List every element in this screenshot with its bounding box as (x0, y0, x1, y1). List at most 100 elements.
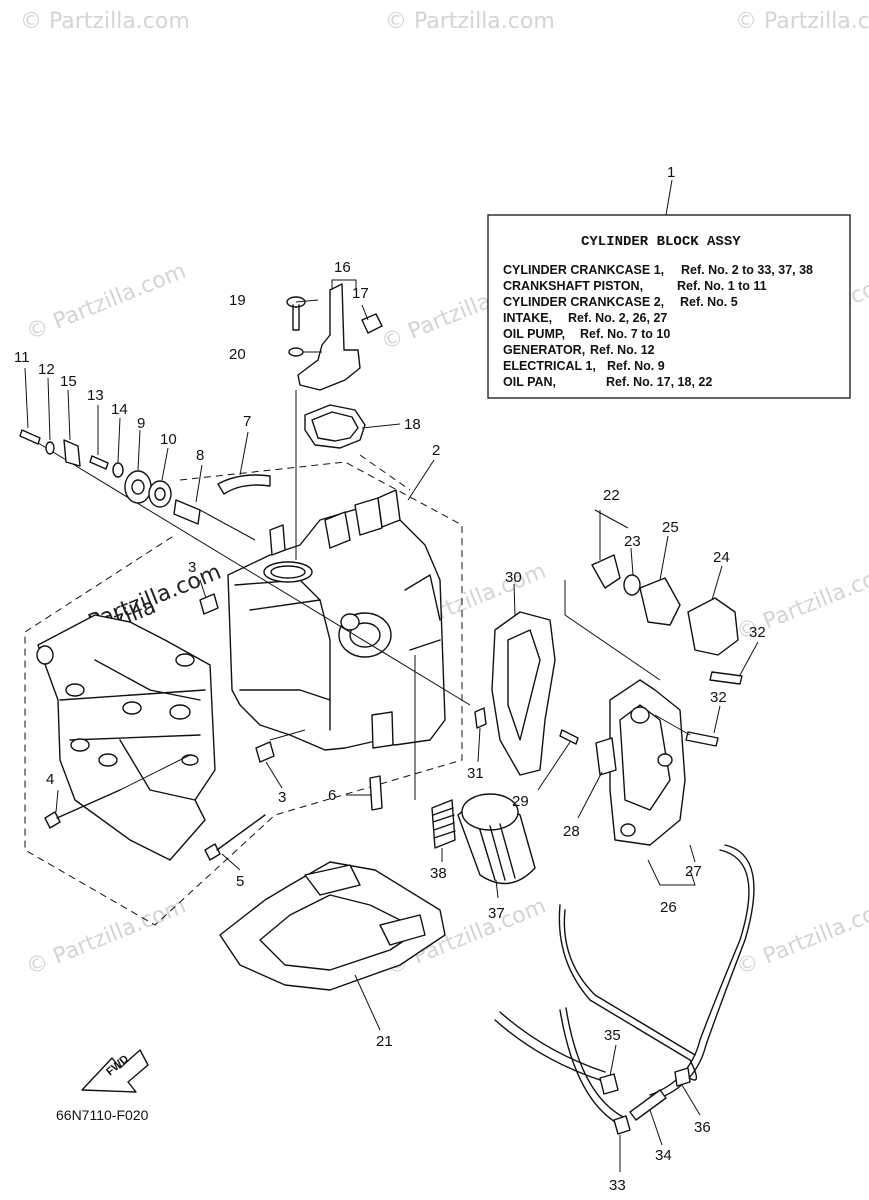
dowels (199, 593, 383, 811)
box-line-refs: Ref. No. 1 to 11 (677, 279, 767, 293)
box-title: CYLINDER BLOCK ASSY (581, 234, 741, 250)
washer-14 (112, 462, 124, 478)
callout-28: 28 (563, 823, 580, 840)
callout-3: 3 (278, 789, 286, 806)
bolt-19-shank (292, 304, 300, 331)
box-line-refs: Ref. No. 9 (607, 359, 665, 373)
oil-pan-gasket-21 (219, 861, 446, 991)
screw-13 (89, 455, 109, 470)
bracket-15 (63, 439, 81, 467)
crankcase-2 (36, 614, 216, 861)
leader-line (739, 641, 759, 676)
callout-6: 6 (328, 787, 336, 804)
o-ring-23 (623, 574, 641, 596)
leader-line (577, 771, 603, 819)
callout-37: 37 (488, 905, 505, 922)
watermark: © Partzilla.com (20, 9, 190, 34)
washer-20 (288, 347, 304, 357)
hoses (494, 844, 755, 1135)
hose-7 (217, 474, 271, 495)
bolt-4-shank (56, 789, 121, 819)
callout-35: 35 (604, 1027, 621, 1044)
callout-33: 33 (609, 1177, 626, 1194)
leader-line (659, 535, 669, 581)
dowel-pin-3b (255, 741, 275, 763)
callout-24: 24 (713, 549, 730, 566)
watermark: © Partzilla.com (385, 9, 555, 34)
callout-9: 9 (137, 415, 145, 432)
bolt-29 (559, 729, 579, 745)
callout-38: 38 (430, 865, 447, 882)
leader-line (713, 705, 721, 734)
crankcase-2-ribs (59, 659, 206, 801)
callout-32: 32 (749, 624, 766, 641)
callout-27: 27 (685, 863, 702, 880)
leader-line (681, 1084, 701, 1116)
callout-15: 15 (60, 373, 77, 390)
top-bracket-parts (286, 283, 383, 560)
box-line-name: ELECTRICAL 1, (503, 359, 596, 373)
callout-numbers: 2 3 3 4 5 6 7 8 9 10 11 12 13 14 15 16 1… (14, 259, 766, 1194)
bolt-17 (361, 313, 383, 334)
shaft-axis-line (24, 434, 471, 706)
pin-31 (474, 707, 487, 729)
leader-line (537, 741, 571, 791)
leader-line (265, 761, 283, 789)
leader-line (594, 509, 629, 529)
diagram-code: 66N7110-F020 (56, 1107, 149, 1123)
stud (377, 489, 401, 528)
leader-line (24, 367, 29, 429)
hose-loop-edge (563, 909, 696, 1056)
callout-4: 4 (46, 771, 54, 788)
leader-line (119, 754, 191, 791)
oil-filter-ribs (479, 823, 516, 881)
boss (181, 754, 199, 766)
callout-leaders (24, 279, 759, 1172)
leader-line (654, 714, 691, 736)
leader-line (195, 464, 203, 503)
callout-17: 17 (352, 285, 369, 302)
oil-filter-group (414, 655, 536, 885)
oil-pump-cover-inner (131, 479, 145, 495)
dashed-outline (359, 454, 411, 491)
clip-33 (613, 1115, 631, 1135)
leader-line (564, 614, 661, 681)
boss (175, 653, 195, 667)
leader-line (361, 423, 401, 429)
callout-2: 2 (432, 442, 440, 459)
callout-32: 32 (710, 689, 727, 706)
box-line-name: OIL PAN, (503, 375, 556, 389)
clip-35 (599, 1073, 619, 1095)
watermark: © Partzilla.com (733, 894, 869, 981)
box-line-refs: Ref. No. 17, 18, 22 (606, 375, 712, 389)
part-28 (595, 737, 617, 776)
callout-7: 7 (243, 413, 251, 430)
gasket-18-inner (311, 411, 359, 442)
fitting-38-threads (432, 807, 456, 839)
cylinder-bore-inner (270, 565, 306, 579)
box-lines: CYLINDER CRANKCASE 1, Ref. No. 2 to 33, … (503, 263, 813, 389)
leader-line (689, 844, 696, 863)
box-line-name: CYLINDER CRANKCASE 2, (503, 295, 664, 309)
bolt-11 (19, 429, 41, 445)
callout-21: 21 (376, 1033, 393, 1050)
callout-36: 36 (694, 1119, 711, 1136)
box-line-name: CRANKSHAFT PISTON, (503, 279, 643, 293)
hose-left (494, 1011, 606, 1081)
right-side-parts (474, 509, 743, 846)
box-line-name: OIL PUMP, (503, 327, 565, 341)
fwd-arrow: FWD (81, 1049, 149, 1093)
cover-26 (609, 679, 686, 846)
callout-25: 25 (662, 519, 679, 536)
leader-line (665, 179, 673, 216)
shaft-8 (173, 499, 201, 525)
leader-line (361, 304, 369, 321)
boss (657, 753, 673, 767)
box-line-refs: Ref. No. 2, 26, 27 (568, 311, 667, 325)
leader-line (477, 727, 481, 763)
watermark: © Partzilla.com (735, 9, 869, 34)
boss (98, 753, 118, 767)
leader-line (711, 565, 723, 601)
boss (371, 711, 394, 749)
